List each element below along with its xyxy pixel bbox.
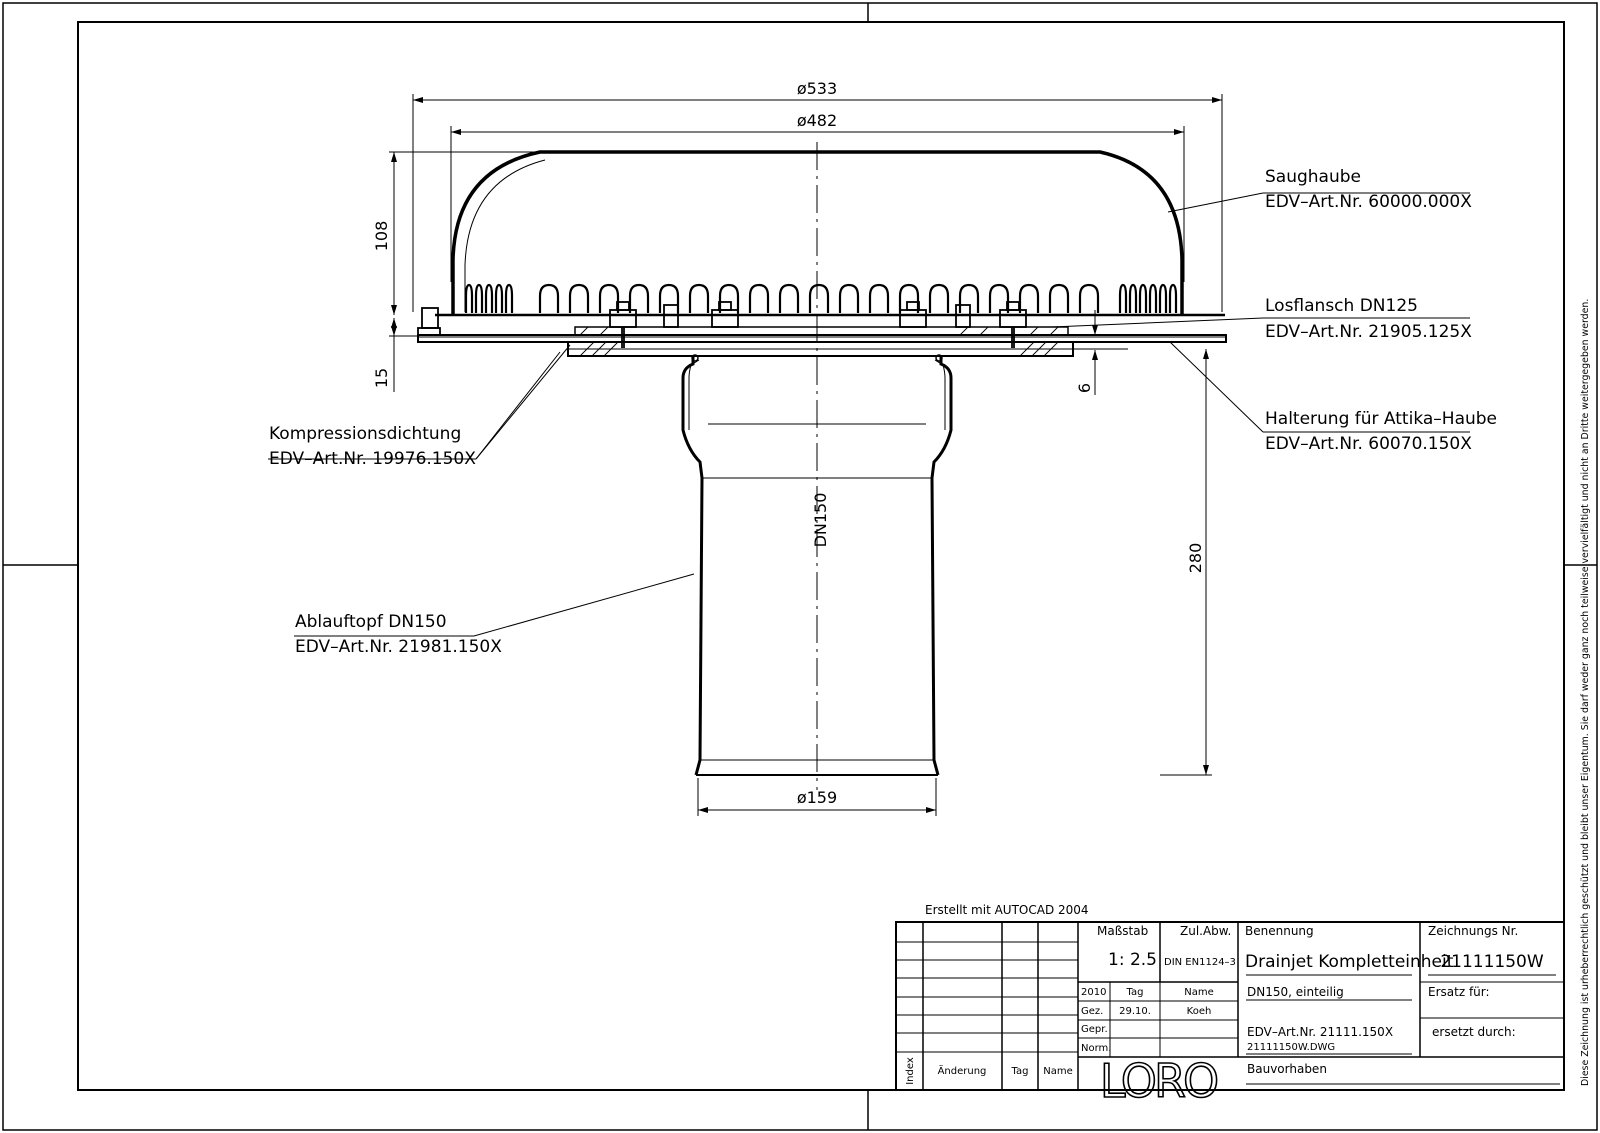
hood-slot (1168, 283, 1178, 313)
dim-pipe-dn: DN150 (811, 493, 830, 548)
hood-slot (474, 283, 484, 313)
hood-slot (1148, 283, 1158, 313)
tag-column-header: Tag (1011, 1066, 1029, 1077)
svg-text:Kompressionsdichtung: Kompressionsdichtung (269, 424, 461, 444)
gez-name: Koeh (1187, 1006, 1212, 1017)
dim-flange-height: 15 (372, 368, 391, 388)
hood-slot (1018, 283, 1040, 313)
massstab-label: Maßstab (1097, 924, 1148, 938)
hood-slot (1048, 283, 1070, 313)
gepr-label: Gepr. (1081, 1024, 1108, 1035)
hood-slot (688, 283, 710, 313)
svg-text:Halterung für Attika–Haube: Halterung für Attika–Haube (1265, 409, 1497, 429)
part-label-ablauftopf: Ablauftopf DN150 EDV–Art.Nr. 21981.150X (295, 612, 502, 657)
zeichnungsnr-label: Zeichnungs Nr. (1428, 924, 1518, 938)
created-with-note: Erstellt mit AUTOCAD 2004 (925, 903, 1089, 917)
part-label-kompressionsdichtung: Kompressionsdichtung EDV–Art.Nr. 19976.1… (269, 424, 476, 469)
aenderung-column-header: Änderung (938, 1064, 987, 1077)
svg-text:EDV–Art.Nr. 21981.150X: EDV–Art.Nr. 21981.150X (295, 637, 502, 657)
svg-text:Saughaube: Saughaube (1265, 167, 1361, 187)
tag-header: Tag (1126, 987, 1144, 998)
hood-slots (464, 283, 1178, 313)
hood-slot (808, 283, 830, 313)
hood-slot (898, 283, 920, 313)
description: DN150, einteilig (1247, 985, 1344, 999)
hood-slot (1158, 283, 1168, 313)
hood-slot (1138, 283, 1148, 313)
gez-date: 29.10. (1119, 1006, 1151, 1017)
part-label-losflansch: Losflansch DN125 EDV–Art.Nr. 21905.125X (1265, 296, 1472, 342)
svg-text:Ablauftopf DN150: Ablauftopf DN150 (295, 612, 447, 632)
hood-slot (658, 283, 680, 313)
benennung-label: Benennung (1245, 924, 1314, 938)
hood-slot (928, 283, 950, 313)
name-column-header: Name (1043, 1066, 1073, 1077)
loro-logo: LORO (1100, 1054, 1217, 1108)
name-header: Name (1184, 987, 1214, 998)
hood-slot (838, 283, 860, 313)
index-column-header: Index (905, 1057, 916, 1085)
leader-lines (268, 192, 1470, 637)
dim-hood-height: 108 (372, 221, 391, 252)
zulabw-value: DIN EN1124–3 (1164, 957, 1236, 968)
part-label-saughaube: Saughaube EDV–Art.Nr. 60000.000X (1265, 167, 1472, 212)
hood-slot (718, 283, 740, 313)
hood-slot (598, 283, 620, 313)
svg-text:EDV–Art.Nr. 60070.150X: EDV–Art.Nr. 60070.150X (1265, 434, 1472, 454)
hood-slot (568, 283, 590, 313)
hood-slot (1078, 283, 1100, 313)
norm-label: Norm. (1081, 1043, 1111, 1054)
dwg-filename: 21111150W.DWG (1247, 1042, 1335, 1053)
dimension-lines (389, 94, 1223, 816)
dim-pipe-diameter: ø159 (797, 788, 837, 807)
hood-slot (464, 283, 474, 313)
gez-label: Gez. (1081, 1006, 1103, 1017)
dim-outer-diameter: ø533 (797, 79, 837, 98)
dim-inner-diameter: ø482 (797, 111, 837, 130)
hood-slot (484, 283, 494, 313)
article-number: EDV–Art.Nr. 21111.150X (1247, 1025, 1393, 1039)
dim-pipe-length: 280 (1186, 543, 1205, 574)
zulabw-label: Zul.Abw. (1180, 924, 1231, 938)
year-cell: 2010 (1081, 987, 1106, 998)
hood-slot (958, 283, 980, 313)
suction-hood (435, 150, 1225, 317)
hood-slot (778, 283, 800, 313)
title-block (895, 921, 1565, 1091)
hood-slot (868, 283, 890, 313)
benennung-value: Drainjet Kompletteinheit (1245, 952, 1454, 972)
hood-slot (538, 283, 560, 313)
hood-slot (494, 283, 504, 313)
massstab-value: 1: 2.5 (1108, 950, 1157, 970)
copyright-note: Diese Zeichnung ist urheberrechtlich ges… (1580, 299, 1591, 1086)
hood-slot (1118, 283, 1128, 313)
bauvorhaben-label: Bauvorhaben (1247, 1062, 1327, 1076)
ersetzt-durch-label: ersetzt durch: (1432, 1025, 1516, 1039)
zeichnungsnr-value: 21111150W (1440, 952, 1544, 972)
svg-text:EDV–Art.Nr. 21905.125X: EDV–Art.Nr. 21905.125X (1265, 322, 1472, 342)
hood-slot (1128, 283, 1138, 313)
hood-slot (748, 283, 770, 313)
svg-text:Losflansch DN125: Losflansch DN125 (1265, 296, 1418, 316)
hood-slot (988, 283, 1010, 313)
part-label-halterung: Halterung für Attika–Haube EDV–Art.Nr. 6… (1265, 409, 1497, 454)
hood-slot (504, 283, 514, 313)
drain-pipe (681, 354, 953, 776)
hood-slot (628, 283, 650, 313)
dim-gap: 6 (1075, 383, 1094, 393)
ersatz-fuer-label: Ersatz für: (1428, 985, 1490, 999)
svg-text:EDV–Art.Nr. 19976.150X: EDV–Art.Nr. 19976.150X (269, 449, 476, 469)
svg-text:EDV–Art.Nr. 60000.000X: EDV–Art.Nr. 60000.000X (1265, 192, 1472, 212)
